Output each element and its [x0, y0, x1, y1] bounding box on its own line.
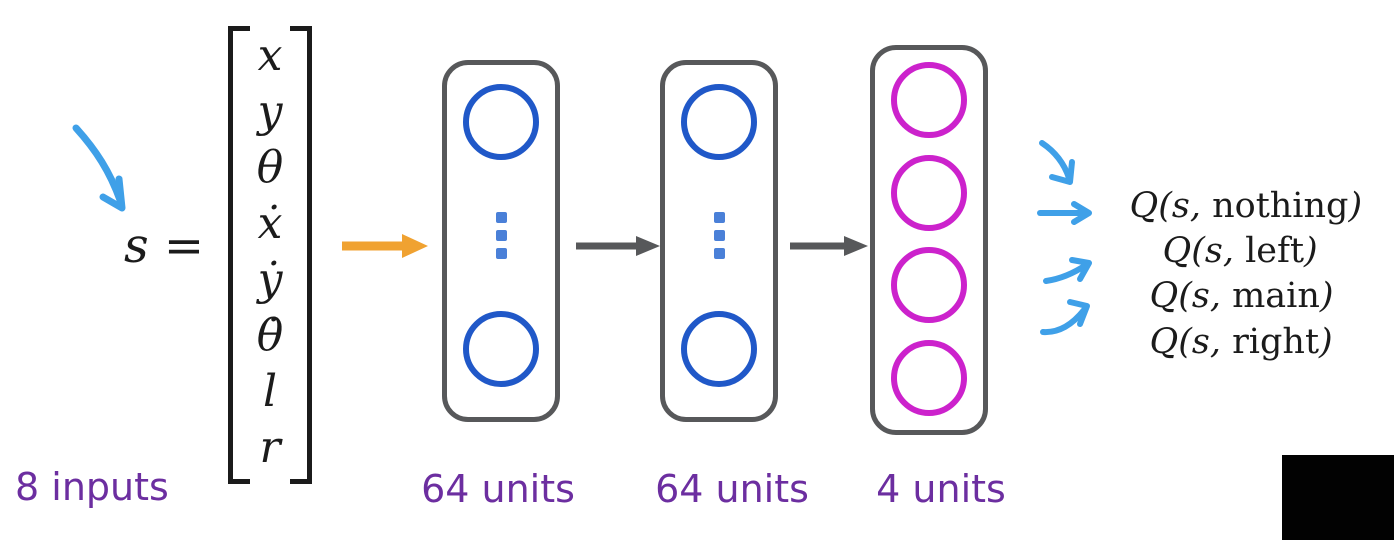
- q-prefix: Q(s,: [1149, 275, 1233, 316]
- layer3-units-label: 4 units: [876, 467, 1006, 511]
- ellipsis-dot: [713, 212, 725, 223]
- q-action: right: [1232, 321, 1320, 362]
- ellipsis-dot: [495, 248, 507, 259]
- layer1-units-label: 64 units: [421, 467, 575, 511]
- vector-entry: y: [257, 86, 283, 137]
- ellipsis-dot: [713, 230, 725, 241]
- q-action: main: [1232, 275, 1320, 316]
- vector-entry: θ̇: [256, 310, 284, 361]
- q-suffix: ): [1319, 275, 1334, 316]
- q-right-arrow-icon: [1040, 299, 1090, 336]
- q-action: nothing: [1212, 185, 1349, 226]
- q-suffix: ): [1348, 185, 1363, 226]
- q-value-label: Q(s, main): [1105, 238, 1334, 354]
- neuron-circle: [681, 311, 757, 387]
- vector-entry: ẏ: [257, 254, 283, 305]
- hidden-layer-1: [442, 60, 560, 422]
- layer1-to-layer2-arrow-icon: [576, 236, 660, 256]
- vector-entry: l: [262, 366, 278, 417]
- q-action: left: [1245, 230, 1305, 271]
- q-value-label: Q(s, left): [1118, 193, 1318, 309]
- ellipsis-dot: [495, 212, 507, 223]
- ellipsis-dot: [713, 248, 725, 259]
- black-overlay-box: [1282, 455, 1394, 540]
- q-suffix: ): [1319, 321, 1333, 362]
- layer2-units-label: 64 units: [655, 467, 809, 511]
- neuron-circle: [463, 84, 539, 160]
- vector-right-bracket: [290, 26, 312, 484]
- q-main-arrow-icon: [1043, 257, 1092, 284]
- q-prefix: Q(s,: [1149, 321, 1233, 362]
- vector-entry: θ: [256, 142, 284, 193]
- q-left-arrow-icon: [1037, 201, 1092, 225]
- neuron-circle: [681, 84, 757, 160]
- hidden-layer-2: [660, 60, 778, 422]
- vector-entry: x: [257, 30, 283, 81]
- neuron-circle: [891, 339, 967, 416]
- ellipsis-dots: [713, 160, 725, 311]
- vector-left-bracket: [228, 26, 250, 484]
- neuron-circle: [891, 154, 967, 231]
- ellipsis-dots: [495, 160, 507, 311]
- neuron-circle: [891, 62, 967, 138]
- q-prefix: Q(s,: [1162, 230, 1246, 271]
- q-prefix: Q(s,: [1129, 185, 1213, 226]
- layer2-to-layer3-arrow-icon: [790, 236, 868, 256]
- state-symbol: s =: [124, 218, 205, 274]
- inputs-count-label: 8 inputs: [15, 465, 169, 509]
- q-value-label: Q(s, right): [1105, 284, 1333, 400]
- neuron-circle: [891, 247, 967, 324]
- vector-entries: x y θ ẋ ẏ θ̇ l r: [234, 28, 306, 476]
- state-pointer-arrow-icon: [72, 124, 126, 212]
- vector-entry: r: [259, 422, 281, 473]
- ellipsis-dot: [495, 230, 507, 241]
- vector-entry: ẋ: [257, 198, 283, 249]
- neuron-circle: [463, 311, 539, 387]
- output-layer: [870, 45, 988, 435]
- q-nothing-arrow-icon: [1039, 140, 1075, 185]
- input-arrow-icon: [342, 234, 428, 258]
- q-suffix: ): [1304, 230, 1318, 271]
- q-value-label: Q(s, nothing): [1085, 148, 1363, 264]
- state-vector: x y θ ẋ ẏ θ̇ l r: [228, 26, 312, 484]
